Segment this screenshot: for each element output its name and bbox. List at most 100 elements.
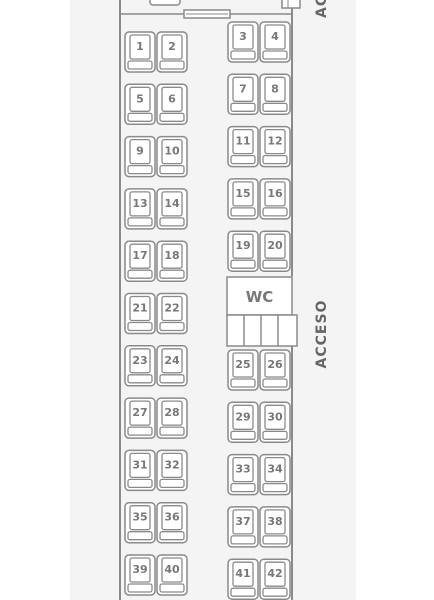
seat-back (232, 233, 254, 259)
seat[interactable]: 7 (227, 73, 259, 116)
seat[interactable]: 2 (156, 31, 188, 73)
seat[interactable]: 16 (259, 178, 291, 220)
seat-cushion (262, 259, 288, 269)
seat-back (161, 348, 183, 374)
top-seat-fragment (149, 0, 181, 6)
seat[interactable]: 11 (227, 125, 259, 168)
seat-number: 16 (267, 187, 283, 200)
seat[interactable]: 12 (259, 125, 291, 168)
seat[interactable]: 23 (124, 345, 156, 387)
seat-number: 37 (235, 515, 250, 528)
seat-number: 13 (132, 197, 147, 210)
seat-back (264, 404, 286, 430)
seat[interactable]: 35 (124, 501, 156, 544)
seat-back (264, 181, 286, 207)
seat[interactable]: 32 (156, 449, 188, 492)
seat-number: 33 (235, 463, 250, 476)
seat[interactable]: 34 (259, 453, 291, 496)
seat-cushion (127, 374, 153, 384)
seat-back (129, 557, 151, 583)
seat-cushion (127, 217, 153, 227)
seat[interactable]: 13 (124, 188, 156, 230)
seat[interactable]: 3 (227, 21, 259, 63)
seat-number: 28 (164, 406, 179, 419)
access-label-top: ACCESO (314, 0, 330, 18)
seat[interactable]: 37 (227, 506, 259, 548)
access-steps (226, 314, 298, 347)
seat[interactable]: 41 (227, 558, 259, 600)
seat-number: 5 (136, 92, 144, 105)
seat-number: 17 (132, 249, 147, 262)
seat-back (129, 86, 151, 112)
seat[interactable]: 42 (259, 558, 291, 600)
seat-cushion (262, 207, 288, 217)
seat-cushion (230, 102, 256, 112)
seat[interactable]: 33 (227, 453, 259, 496)
seat-back (161, 400, 183, 426)
seat-number: 4 (271, 30, 279, 43)
seat[interactable]: 29 (227, 401, 259, 444)
seat[interactable]: 8 (259, 73, 291, 116)
seat-back (161, 295, 183, 322)
seat[interactable]: 27 (124, 397, 156, 439)
seat[interactable]: 6 (156, 83, 188, 126)
seat[interactable]: 39 (124, 554, 156, 596)
seat-number: 1 (136, 40, 144, 53)
seat-back (232, 561, 254, 587)
seat-cushion (127, 426, 153, 436)
seat[interactable]: 19 (227, 230, 259, 272)
seat-cushion (159, 164, 185, 175)
seat[interactable]: 17 (124, 240, 156, 282)
seat-number: 22 (164, 302, 179, 315)
seat-cushion (262, 154, 288, 165)
seat-cushion (262, 50, 288, 60)
seat[interactable]: 31 (124, 449, 156, 492)
seat-back (161, 138, 183, 165)
seat-back (129, 34, 151, 60)
seat[interactable]: 36 (156, 501, 188, 544)
seat[interactable]: 10 (156, 135, 188, 178)
seat-number: 7 (239, 82, 247, 95)
seat-back (264, 561, 286, 587)
seat[interactable]: 26 (259, 349, 291, 391)
seat-number: 8 (271, 82, 279, 95)
seat-back (264, 233, 286, 259)
seat[interactable]: 20 (259, 230, 291, 272)
seat-back (129, 452, 151, 479)
seat-cushion (127, 269, 153, 279)
seat[interactable]: 24 (156, 345, 188, 387)
seat-number: 2 (168, 40, 176, 53)
seat-back (264, 24, 286, 50)
seat-cushion (230, 207, 256, 217)
seat[interactable]: 38 (259, 506, 291, 548)
seat[interactable]: 5 (124, 83, 156, 126)
seat-cushion (159, 60, 185, 70)
seat[interactable]: 1 (124, 31, 156, 73)
seat[interactable]: 28 (156, 397, 188, 439)
seat[interactable]: 25 (227, 349, 259, 391)
seat[interactable]: 30 (259, 401, 291, 444)
seat-cushion (127, 478, 153, 489)
seat[interactable]: 4 (259, 21, 291, 63)
seat-cushion (230, 154, 256, 165)
seat-cushion (230, 378, 256, 388)
seat-cushion (159, 531, 185, 541)
seat[interactable]: 40 (156, 554, 188, 596)
seat[interactable]: 9 (124, 135, 156, 178)
seat[interactable]: 15 (227, 178, 259, 220)
seat[interactable]: 21 (124, 292, 156, 335)
seat[interactable]: 18 (156, 240, 188, 282)
seat[interactable]: 22 (156, 292, 188, 335)
seat-back (232, 24, 254, 50)
seat-number: 42 (267, 567, 282, 580)
seat-cushion (230, 50, 256, 60)
seat-back (161, 557, 183, 583)
seat-number: 30 (267, 410, 283, 423)
access-label: ACCESO (314, 300, 330, 369)
seat[interactable]: 14 (156, 188, 188, 230)
seat-cushion (230, 430, 256, 440)
seat-cushion (127, 531, 153, 541)
seat-cushion (159, 112, 185, 122)
wc-block: WC (226, 276, 298, 347)
